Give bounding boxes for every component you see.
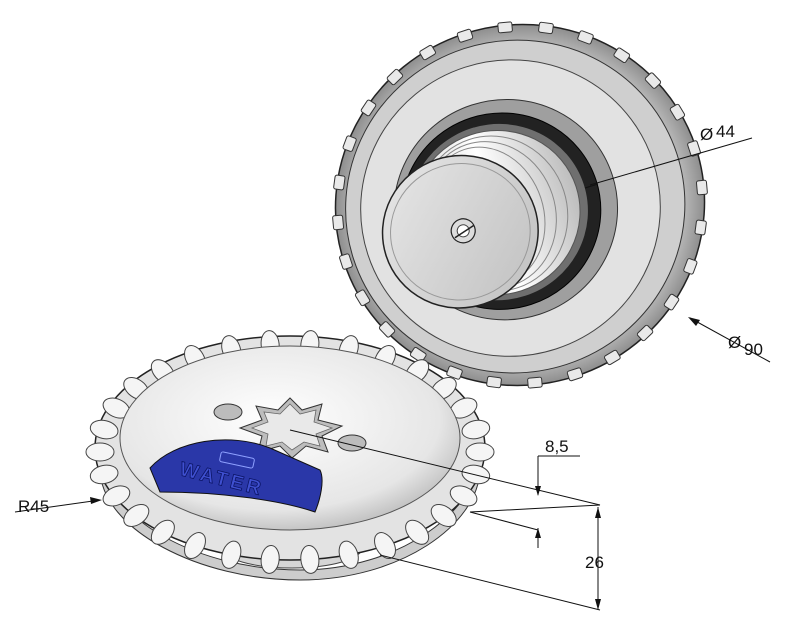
knurl-ridge [461, 419, 491, 440]
knurl-ridge [538, 21, 554, 35]
knurl-ridge [150, 519, 175, 545]
knurl-ridge [221, 540, 242, 569]
knurl-ridge [85, 442, 115, 462]
knurl-ridge [260, 544, 280, 574]
knurl-ridge [300, 544, 320, 574]
depth-value: 8,5 [545, 437, 569, 456]
knurl-ridge [123, 503, 150, 527]
dimension-outer-diameter: Ø 90 [688, 317, 771, 363]
knurl-ridge [636, 324, 654, 342]
knurl-ridge [102, 485, 131, 507]
water-label-badge: WATER [149, 439, 323, 513]
diameter-symbol: Ø [728, 333, 741, 352]
center-screw-icon [450, 218, 476, 244]
knurl-ridge [613, 47, 631, 63]
dimension-height: 26 [379, 507, 604, 611]
knurl-ridge [184, 532, 206, 559]
knurl-ridge [566, 367, 584, 382]
knurl-ridge [446, 365, 463, 380]
knurl-ridge [338, 540, 359, 569]
inner-diameter-value: 44 [716, 122, 735, 141]
knurl-ridge [89, 419, 119, 440]
knurl-ridge [378, 321, 396, 338]
knurl-ridge [332, 214, 345, 231]
knurl-ridge [333, 174, 346, 191]
radius-value: R45 [18, 497, 49, 516]
knurl-ridge [409, 347, 427, 363]
knurl-ridge [695, 179, 708, 196]
knurl-ridge [669, 103, 686, 121]
knurl-ridge [89, 464, 119, 485]
knurl-ridge [497, 21, 513, 34]
knurl-ridge [644, 72, 662, 89]
dimension-radius: R45 [14, 497, 102, 516]
knurl-ridge [339, 253, 353, 270]
knurl-ridge [486, 375, 502, 389]
knurl-ridge [360, 99, 377, 117]
knurl-ridge [405, 519, 430, 545]
knurl-ridge [577, 30, 594, 45]
cap-top-view: WATER [85, 330, 495, 581]
knurl-ridge [527, 376, 543, 389]
knurl-ridge [354, 289, 371, 307]
vent-hole-left [213, 403, 243, 421]
knurl-ridge [430, 503, 457, 527]
height-value: 26 [585, 553, 604, 572]
outer-diameter-value: 90 [744, 340, 763, 359]
knurl-ridge [465, 442, 495, 462]
knurl-ridge [687, 140, 701, 157]
dimension-inner-diameter: Ø 44 [584, 122, 753, 189]
knurl-ridge [386, 68, 404, 86]
knurl-ridge [449, 485, 478, 507]
knurl-ridge [663, 293, 680, 311]
knurl-ridge [694, 219, 707, 236]
knurl-ridge [456, 28, 474, 43]
knurl-ridge [342, 135, 357, 152]
cap-underside-view [332, 21, 708, 389]
dimension-depth: 8,5 [289, 429, 601, 548]
knurl-ridge [604, 349, 621, 366]
knurl-ridge [419, 44, 436, 61]
diameter-symbol: Ø [700, 125, 713, 144]
knurl-ridge [683, 258, 698, 275]
